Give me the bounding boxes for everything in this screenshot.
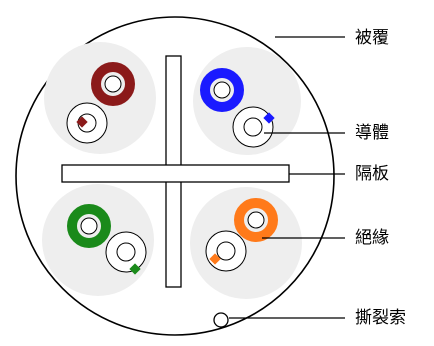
- twisted-pair-blue: [200, 68, 275, 148]
- label-insulation: 絕緣: [355, 228, 389, 248]
- label-separator: 隔板: [355, 164, 389, 184]
- twisted-pair-brown: [66, 62, 135, 144]
- label-jacket: 被覆: [355, 28, 389, 48]
- ripcord: [213, 312, 229, 328]
- twisted-pair-green: [67, 204, 147, 275]
- label-conductor: 導體: [355, 123, 389, 143]
- twisted-pair-orange: [205, 198, 278, 272]
- label-ripcord: 撕裂索: [355, 308, 406, 328]
- cross-separator: [61, 55, 290, 288]
